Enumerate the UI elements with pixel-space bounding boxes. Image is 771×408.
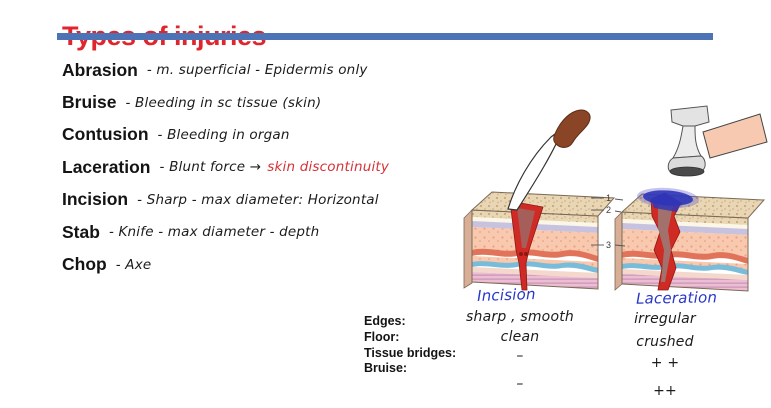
term-label: Incision [62,189,129,210]
skin-block-front [621,211,749,292]
term-label: Bruise [62,92,117,113]
laceration-edges: irregular [634,311,696,327]
vein-layer [472,261,598,273]
incision-diagram [463,109,616,291]
definition-row: Abrasion - m. superficial - Epidermis on… [62,54,389,86]
layer-marker-3: 3 [606,240,611,250]
hammer-face [669,166,705,177]
bruise-overlay [637,187,699,212]
term-label: Stab [62,221,100,242]
laceration-floor: crushed [636,334,694,350]
title-underline [57,33,713,40]
term-note-red: skin discontinuity [267,159,390,176]
row-label-bridges: Tissue bridges: [364,345,457,360]
incision-bridges: – [516,348,524,364]
incision-wound [509,200,544,291]
skin-block-top [470,191,616,217]
definition-list: Abrasion - m. superficial - Epidermis on… [62,54,389,281]
incision-floor: clean [500,329,540,345]
term-note: - Blunt force → [159,159,262,176]
term-label: Chop [62,254,107,275]
definition-row: Chop - Axe [62,248,389,280]
laceration-caption: Laceration [635,288,718,308]
skin-block-side [614,211,623,291]
layer-marker-2: 2 [606,205,611,215]
comparison-row-labels: Edges: Floor: Tissue bridges: Bruise: [364,314,456,377]
skin-diagrams: 1 2 3 [463,105,768,292]
hammer-handle [702,113,768,159]
definition-row: Stab - Knife - max diameter - depth [62,216,389,248]
definition-row: Contusion - Bleeding in organ [62,119,389,151]
term-note: - Bleeding in sc tissue (skin) [125,94,322,111]
term-note: - Knife - max diameter - depth [108,224,320,241]
row-label-edges: Edges: [364,314,406,328]
term-note: - Bleeding in organ [157,126,290,143]
laceration-diagram [614,105,768,292]
term-label: Contusion [62,124,149,145]
definition-row: Incision - Sharp - max diameter: Horizon… [62,184,389,216]
laceration-bridges: + + [650,355,680,371]
layer-marker-1: 1 [606,193,611,203]
row-label-bruise: Bruise: [364,361,408,376]
definition-row: Laceration - Blunt force → skin disconti… [62,151,389,183]
knife-icon [507,109,591,211]
term-label: Laceration [62,156,151,177]
skin-block-side [463,209,473,289]
vessel-layer [472,248,598,262]
vessel-layer [622,250,748,264]
row-label-floor: Floor: [364,329,400,344]
laceration-bruise: ++ [653,383,677,399]
incision-caption: Incision [476,284,536,306]
marker-lines [591,197,626,247]
term-note: - Axe [115,256,152,273]
hammer-icon [667,105,768,177]
term-note: - m. superficial - Epidermis only [146,62,368,79]
definition-row: Bruise - Bleeding in sc tissue (skin) [62,86,389,118]
incision-bruise: – [516,376,524,392]
vein-layer [622,263,748,275]
term-note: - Sharp - max diameter: Horizontal [137,191,379,208]
term-label: Abrasion [62,59,138,80]
incision-edges: sharp , smooth [466,309,574,325]
